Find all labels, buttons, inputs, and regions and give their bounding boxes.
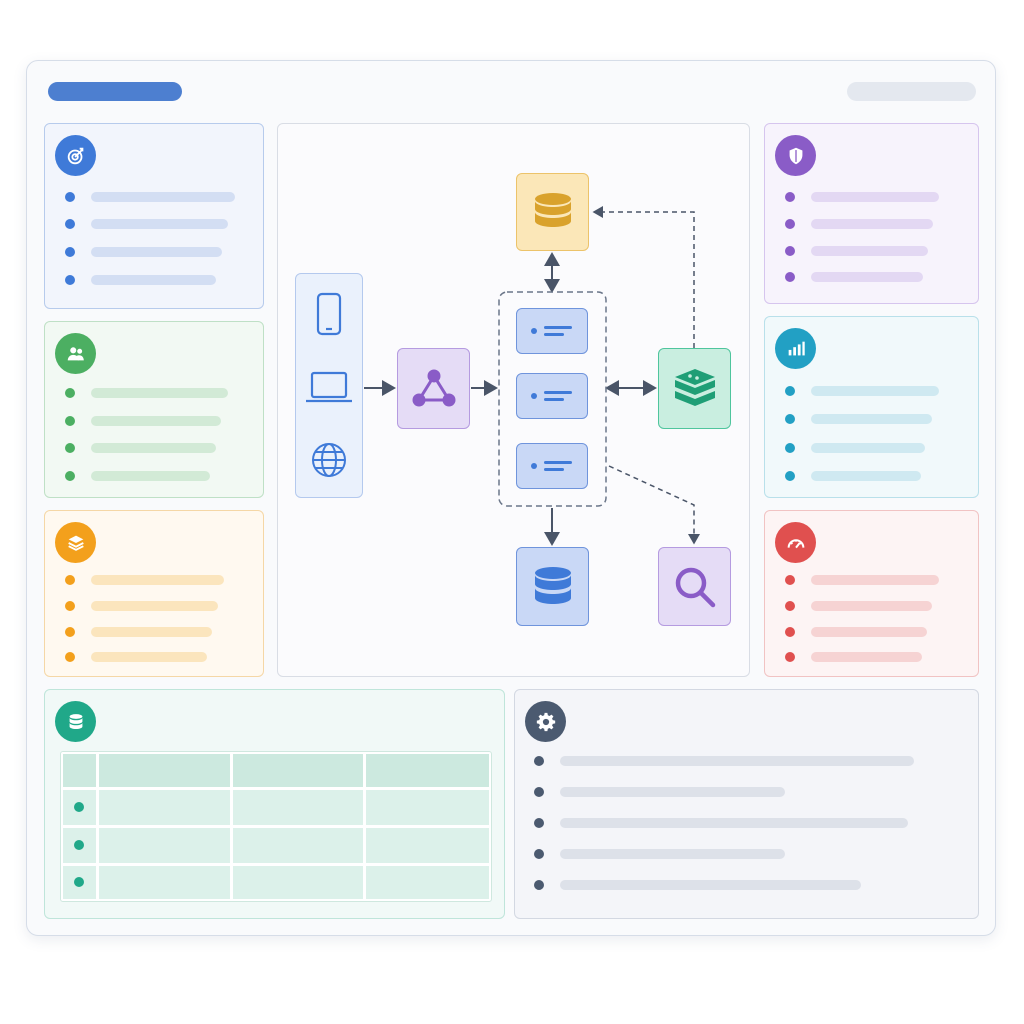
service-icon [531, 326, 572, 336]
title-placeholder-bar [48, 82, 182, 101]
shield-icon [775, 135, 816, 176]
dashed-server-to-cache [592, 206, 695, 348]
database-icon [55, 701, 96, 742]
search-icon [675, 567, 715, 607]
mobile-icon [316, 292, 342, 335]
table-header-cell [366, 754, 489, 787]
primary-database-node[interactable] [516, 547, 589, 626]
server-icon [674, 368, 715, 406]
row-dot [74, 840, 84, 850]
table-header-cell [99, 754, 230, 787]
database-icon [534, 193, 571, 227]
network-node[interactable] [397, 348, 470, 429]
card-performance[interactable] [764, 510, 979, 677]
target-icon [55, 135, 96, 176]
services-group-border [498, 291, 607, 507]
card-users[interactable] [44, 321, 264, 498]
card-analytics[interactable] [764, 316, 979, 498]
service-card[interactable] [516, 373, 588, 419]
table-header-cell [233, 754, 363, 787]
service-card[interactable] [516, 308, 588, 354]
service-card[interactable] [516, 443, 588, 489]
laptop-icon [306, 372, 352, 403]
row-dot [74, 877, 84, 887]
card-data-table[interactable] [44, 689, 505, 919]
gear-icon [525, 701, 566, 742]
gauge-icon [775, 522, 816, 563]
data-table [60, 751, 492, 902]
layers-icon [55, 522, 96, 563]
server-node[interactable] [658, 348, 731, 429]
card-target[interactable] [44, 123, 264, 309]
card-layers[interactable] [44, 510, 264, 677]
clients-column[interactable] [295, 273, 363, 498]
database-icon [534, 566, 571, 604]
users-icon [55, 333, 96, 374]
row-dot [74, 802, 84, 812]
dashed-service-to-search [608, 465, 700, 545]
card-security[interactable] [764, 123, 979, 304]
service-icon [531, 461, 572, 471]
globe-icon [312, 443, 346, 478]
top-right-placeholder [847, 82, 976, 101]
table-header-cell [63, 754, 96, 787]
service-icon [531, 391, 572, 401]
network-icon [412, 369, 455, 406]
cache-database-node[interactable] [516, 173, 589, 251]
search-node[interactable] [658, 547, 731, 626]
bar-chart-icon [775, 328, 816, 369]
card-settings[interactable] [514, 689, 979, 919]
